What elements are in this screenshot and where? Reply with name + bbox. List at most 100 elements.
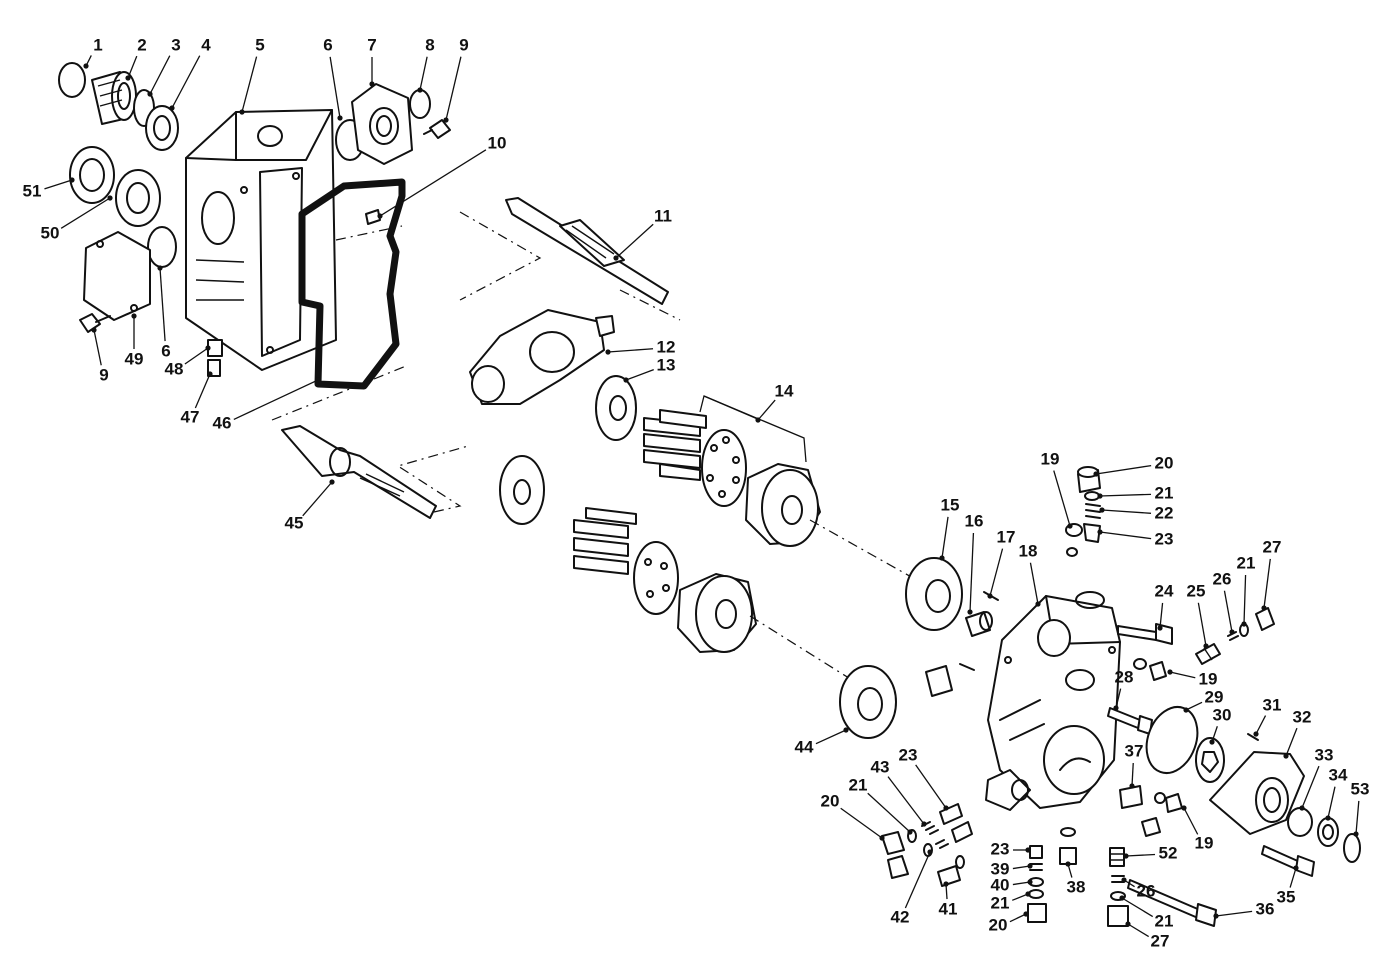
callout-dot-4 [169,105,175,111]
callout-leader-16 [969,532,975,613]
callout-label-8: 8 [425,35,434,54]
callout-dot-17 [987,593,993,599]
callout-dot-38 [1065,861,1071,867]
callout-label-13: 13 [657,355,676,374]
part-20-plug-top [1077,466,1101,493]
callout-dot-35 [1293,865,1299,871]
callout-dot-24 [1157,625,1163,631]
part-29-o-ring [1145,706,1199,774]
callout-dot-18 [1035,601,1041,607]
callout-label-21: 21 [1237,553,1256,572]
part-33-bushing [1287,807,1313,837]
callout-leader-21 [1243,574,1247,625]
callout-leader-44 [815,729,847,745]
callout-leader-27 [1127,923,1150,938]
callout-label-2: 2 [137,35,146,54]
callout-dot-29 [1183,707,1189,713]
part-23-poppet-top [1083,523,1101,543]
callout-label-43: 43 [871,757,890,776]
callout-leader-52 [1125,853,1156,857]
callout-leader-29 [1185,701,1203,711]
part-51-bearing [69,146,115,204]
callout-leader-20 [1009,913,1027,923]
callout-label-21: 21 [1155,483,1174,502]
callout-label-20: 20 [821,791,840,810]
callout-label-53: 53 [1351,779,1370,798]
part-19-fitting-lower [1154,792,1183,813]
callout-label-21: 21 [1155,911,1174,930]
callout-dot-45 [329,479,335,485]
callout-dot-15 [939,555,945,561]
callout-dot-20 [879,835,885,841]
callout-leader-2 [127,55,138,79]
part-23-poppet-lower [1029,845,1043,859]
part-9-screw-top [423,119,451,139]
callout-leader-19 [1169,671,1196,679]
callout-leader-21 [1099,493,1152,497]
callout-leader-32 [1285,727,1298,757]
part-34-seal [1317,817,1339,847]
callout-label-50: 50 [41,223,60,242]
callout-label-25: 25 [1187,581,1206,600]
callout-dot-53 [1353,831,1359,837]
callout-dot-43 [921,821,927,827]
callout-leader-9 [445,56,462,121]
callout-dot-44 [843,727,849,733]
callout-dot-23 [1097,529,1103,535]
callout-label-48: 48 [165,359,184,378]
callout-label-33: 33 [1315,745,1334,764]
callout-label-31: 31 [1263,695,1282,714]
callout-dot-20 [1093,471,1099,477]
callout-label-47: 47 [181,407,200,426]
callout-label-17: 17 [997,527,1016,546]
callout-dot-31 [1253,731,1259,737]
part-37-fitting [1119,785,1143,809]
callout-dot-2 [125,75,131,81]
callout-label-27: 27 [1263,537,1282,556]
callout-label-49: 49 [125,349,144,368]
part-7-flange [351,83,413,165]
callout-label-29: 29 [1205,687,1224,706]
callout-leader-53 [1355,800,1360,835]
callout-leader-14 [757,399,776,421]
part-24-bolt [1117,623,1173,645]
part-21-oring-lower [1028,889,1044,899]
callout-dot-21 [1241,621,1247,627]
callout-label-37: 37 [1125,741,1144,760]
callout-label-21: 21 [991,893,1010,912]
part-19-fitting-top [1065,523,1083,557]
callout-dot-21 [1025,891,1031,897]
callout-label-24: 24 [1155,581,1174,600]
callout-dot-28 [1113,705,1119,711]
part-32-charge-housing [1209,751,1305,835]
part-11-shaft [459,197,681,321]
callout-leader-22 [1101,509,1152,514]
callout-dot-21 [1119,895,1125,901]
part-15-valve-plate [905,557,963,631]
callout-dot-12 [605,349,611,355]
part-14-pistons-upper [643,409,707,481]
callout-label-36: 36 [1256,899,1275,918]
callout-leader-24 [1159,602,1164,629]
callout-label-44: 44 [795,737,814,756]
callout-label-26: 26 [1137,881,1156,900]
callout-label-35: 35 [1277,887,1296,906]
callout-leader-11 [615,223,654,259]
part-31-key [1247,733,1259,741]
callout-label-14: 14 [775,381,794,400]
callout-dot-26 [1121,877,1127,883]
callout-label-4: 4 [201,35,211,54]
callout-leader-21 [1121,897,1154,918]
part-35-bolt [1261,845,1315,877]
part-27-plug-right [1255,607,1275,631]
callout-label-9: 9 [99,365,108,384]
callout-label-15: 15 [941,495,960,514]
part-48-fitting [207,339,223,357]
part-8-seal [409,89,431,119]
callout-label-16: 16 [965,511,984,530]
callout-label-42: 42 [891,907,910,926]
part-16-bushing [965,611,993,637]
callout-label-22: 22 [1155,503,1174,522]
callout-dot-11 [613,255,619,261]
